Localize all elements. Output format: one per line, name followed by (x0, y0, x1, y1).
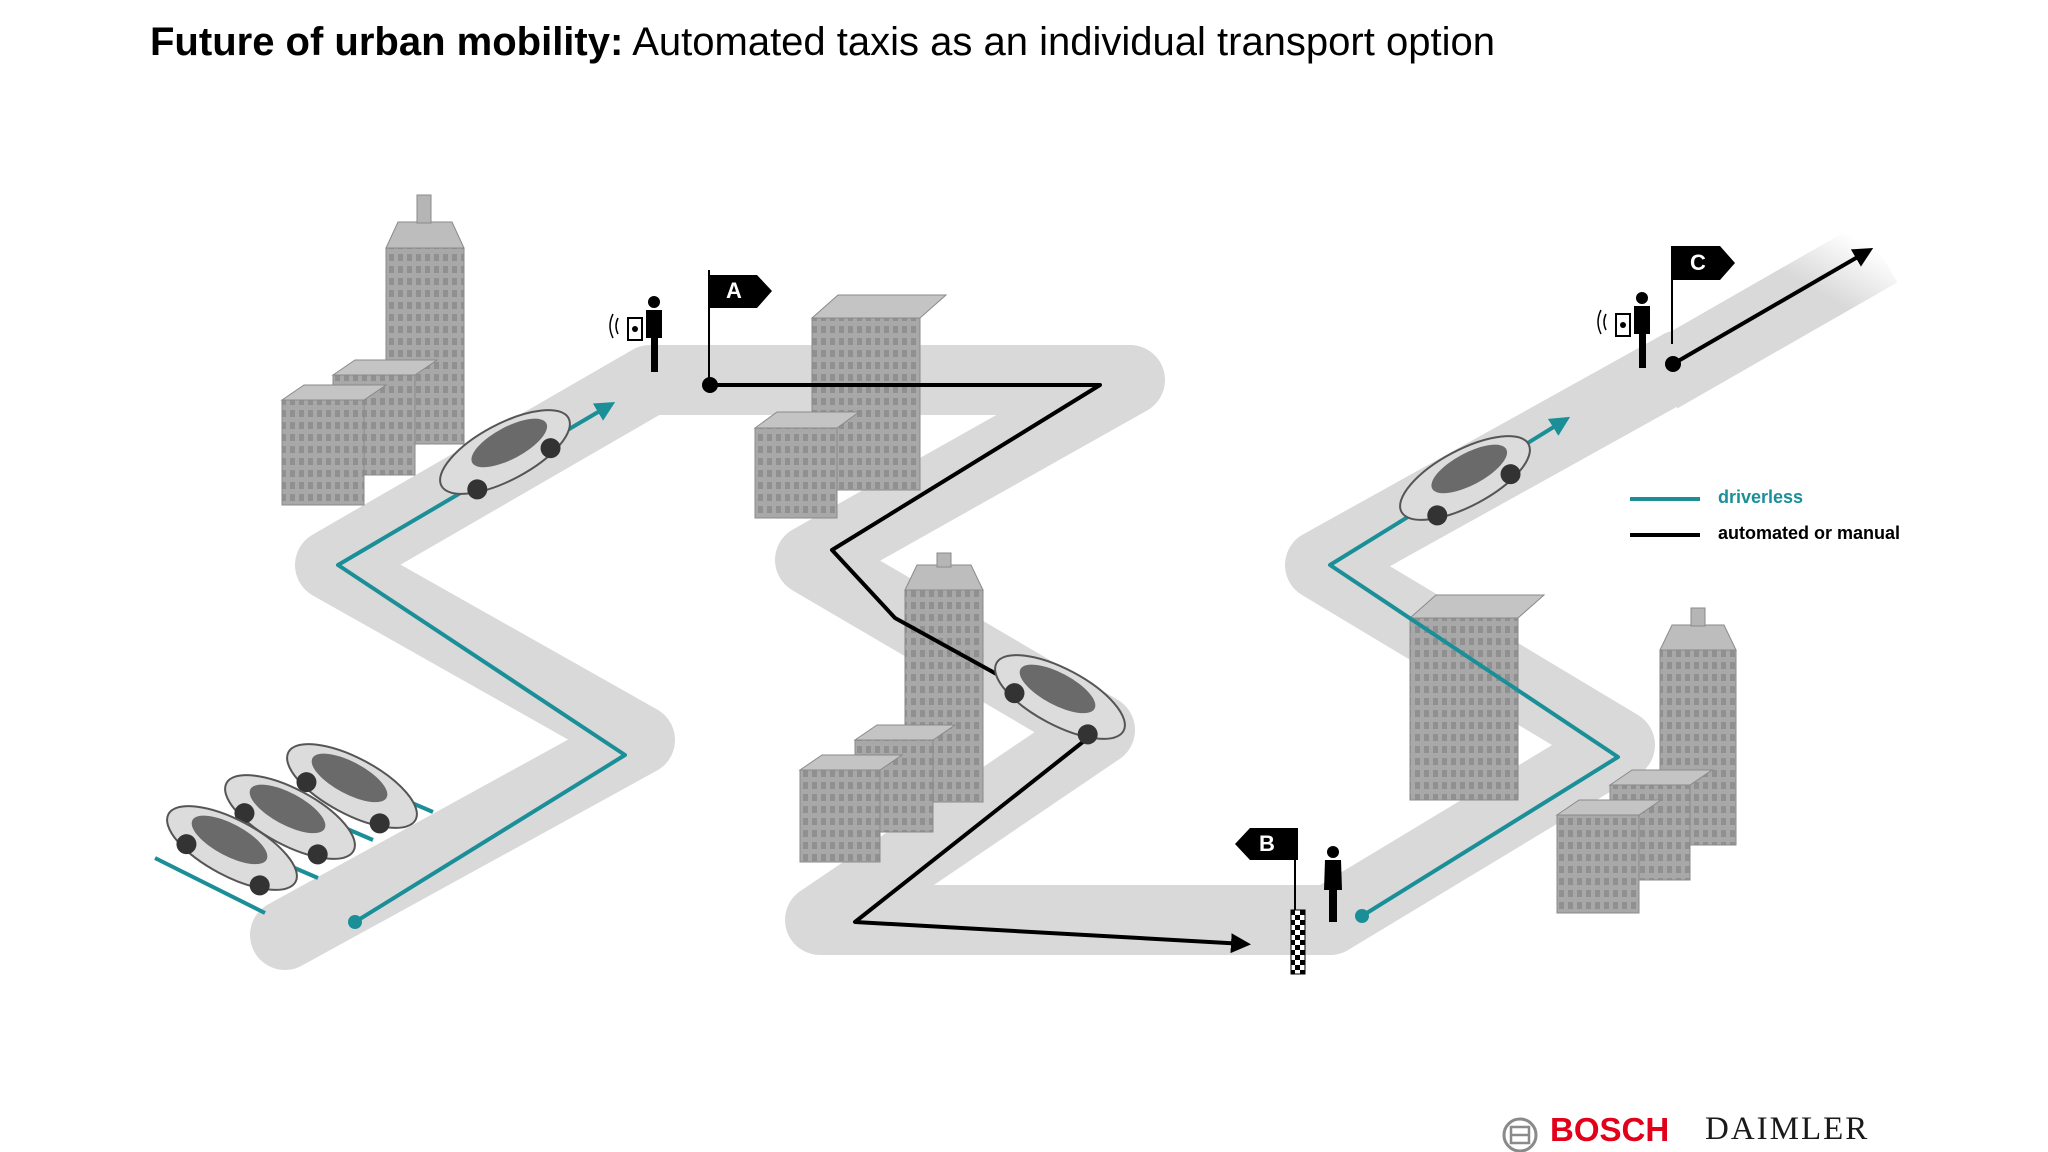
building-group-1 (280, 194, 465, 506)
block-4b (1556, 814, 1640, 914)
daimler-logo: DAIMLER (1705, 1111, 1870, 1147)
tower-4-roof (1408, 594, 1546, 619)
block-4b-roof (1555, 799, 1663, 816)
flag-b (1235, 828, 1306, 975)
route-to-c (1671, 247, 1874, 366)
point-b-dot (1355, 909, 1369, 923)
tower-1-spire (416, 194, 432, 224)
title-rest: Automated taxis as an individual transpo… (623, 20, 1495, 64)
block-3b-roof (798, 754, 904, 771)
block-2 (754, 427, 838, 519)
person-with-phone-c (1597, 292, 1650, 368)
tower-4 (1409, 617, 1519, 801)
tower-5-spire (1690, 607, 1706, 627)
flag-c-banner (1672, 246, 1735, 280)
person-b (1324, 846, 1342, 922)
tower-2-roof (810, 294, 948, 319)
flag-b-label: B (1259, 831, 1275, 856)
flag-b-banner (1235, 828, 1298, 860)
flag-a-banner (709, 275, 772, 308)
tower-3-spire (936, 552, 952, 568)
legend-manual-label: automated or manual (1718, 523, 1901, 543)
route-start-dot (348, 915, 362, 929)
bosch-logo-mark (1502, 1117, 1538, 1152)
parked-car-3 (166, 805, 298, 896)
building-group-3 (798, 552, 984, 863)
car-2 (994, 654, 1126, 745)
tower-1-crown (385, 221, 465, 249)
block-3a-roof (853, 724, 957, 741)
block-1a-roof (331, 359, 439, 376)
buildings (280, 194, 1737, 914)
block-2-roof (753, 411, 861, 429)
parked-car-1 (286, 743, 418, 834)
block-3b (799, 769, 881, 863)
road-segment-left (250, 345, 1365, 970)
block-4a-roof (1608, 769, 1714, 786)
car-1 (439, 409, 571, 500)
flag-c-label: C (1690, 250, 1706, 275)
tower-3-crown (904, 564, 984, 591)
car-3 (1399, 435, 1531, 526)
block-1b (281, 399, 365, 506)
legend-driverless-label: driverless (1718, 487, 1804, 507)
point-c-dot (1665, 356, 1681, 372)
manual-route (708, 383, 1251, 954)
bosch-logo: BOSCH (1550, 1111, 1670, 1148)
legend-swatches (1630, 497, 1700, 537)
parking-area (154, 743, 434, 915)
flag-a (708, 270, 772, 385)
tower-5-crown (1659, 624, 1737, 651)
flag-c (1671, 246, 1735, 344)
building-group-2 (753, 294, 948, 519)
parked-car-2 (224, 774, 356, 865)
block-1b-roof (280, 384, 388, 401)
person-with-phone-a (609, 296, 662, 372)
road-fade-segment (1642, 221, 1898, 409)
finish-line (1290, 909, 1306, 975)
flag-a-label: A (726, 278, 742, 303)
title-bold: Future of urban mobility: (150, 20, 624, 64)
slide-title: Future of urban mobility: Automated taxi… (150, 20, 1495, 65)
building-group-4 (1408, 594, 1737, 914)
